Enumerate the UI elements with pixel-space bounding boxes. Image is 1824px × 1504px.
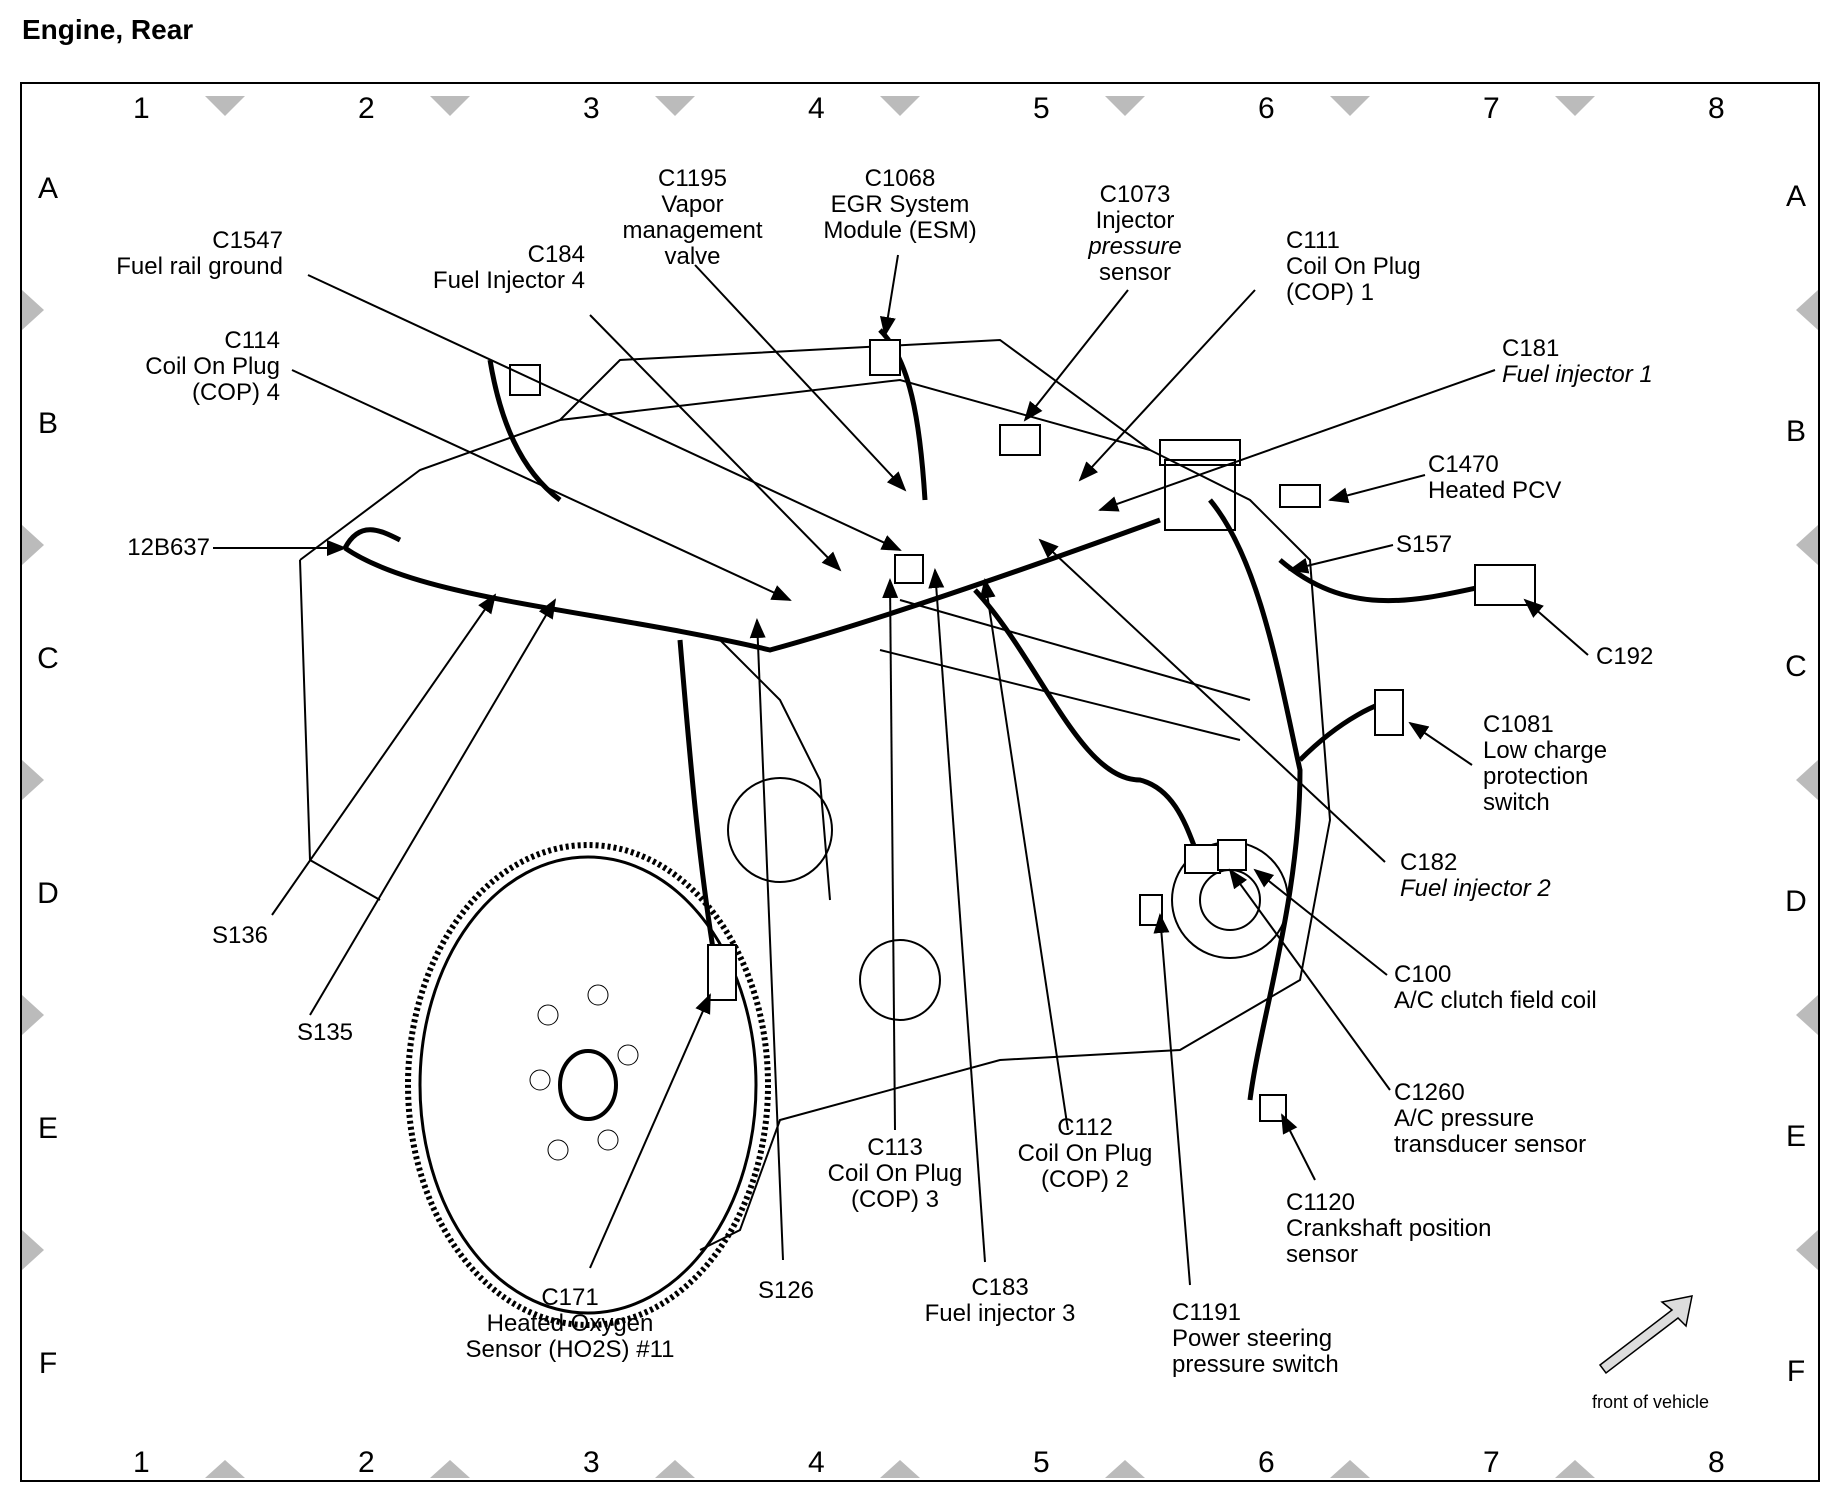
grid-row-label: A — [1785, 180, 1806, 213]
page-title: Engine, Rear — [22, 14, 194, 45]
connectors — [509, 339, 1536, 1122]
grid-markers — [22, 96, 1818, 1478]
grid-column-label: 5 — [1033, 92, 1050, 125]
grid-row-label: D — [1785, 885, 1807, 918]
front-of-vehicle-label: front of vehicle — [1592, 1392, 1710, 1412]
grid-column-label: 1 — [133, 1446, 150, 1479]
grid-row-label: B — [1785, 415, 1806, 448]
label-s136: S136 — [211, 922, 269, 949]
diagram-frame — [20, 82, 1820, 1482]
grid-row-label: C — [37, 642, 59, 675]
grid-column-label: 2 — [358, 92, 375, 125]
grid-column-label: 5 — [1033, 1446, 1050, 1479]
grid-row-label: A — [37, 172, 58, 205]
grid-column-label: 8 — [1708, 92, 1725, 125]
label-s135: S135 — [296, 1019, 354, 1046]
grid-column-label: 6 — [1258, 1446, 1275, 1479]
grid-row-label: D — [37, 877, 59, 910]
grid-column-label: 3 — [583, 1446, 600, 1479]
label-12b637: 12B637 — [127, 534, 210, 561]
grid-column-label: 6 — [1258, 92, 1275, 125]
grid-row-label: F — [38, 1347, 58, 1380]
grid-column-label: 4 — [808, 1446, 825, 1479]
leader-lines — [213, 254, 1589, 1286]
grid-column-label: 8 — [1708, 1446, 1725, 1479]
grid-column-label: 1 — [133, 92, 150, 125]
grid-row-label: B — [37, 407, 58, 440]
grid-row-label: F — [1786, 1355, 1806, 1388]
label-s157: S157 — [1396, 531, 1453, 558]
grid-column-label: 4 — [808, 92, 825, 125]
grid-row-label: E — [37, 1112, 58, 1145]
grid-column-label: 7 — [1483, 1446, 1500, 1479]
wiring-harness — [342, 328, 1491, 1101]
label-s126: S126 — [757, 1277, 815, 1304]
front-arrow-icon — [1598, 1295, 1693, 1375]
grid-column-label: 3 — [583, 92, 600, 125]
grid-row-label: C — [1785, 650, 1807, 683]
grid-column-label: 7 — [1483, 92, 1500, 125]
label-c192: C192 — [1596, 643, 1654, 670]
grid-column-label: 2 — [358, 1446, 375, 1479]
flywheel — [405, 842, 771, 1328]
grid-row-label: E — [1785, 1120, 1806, 1153]
